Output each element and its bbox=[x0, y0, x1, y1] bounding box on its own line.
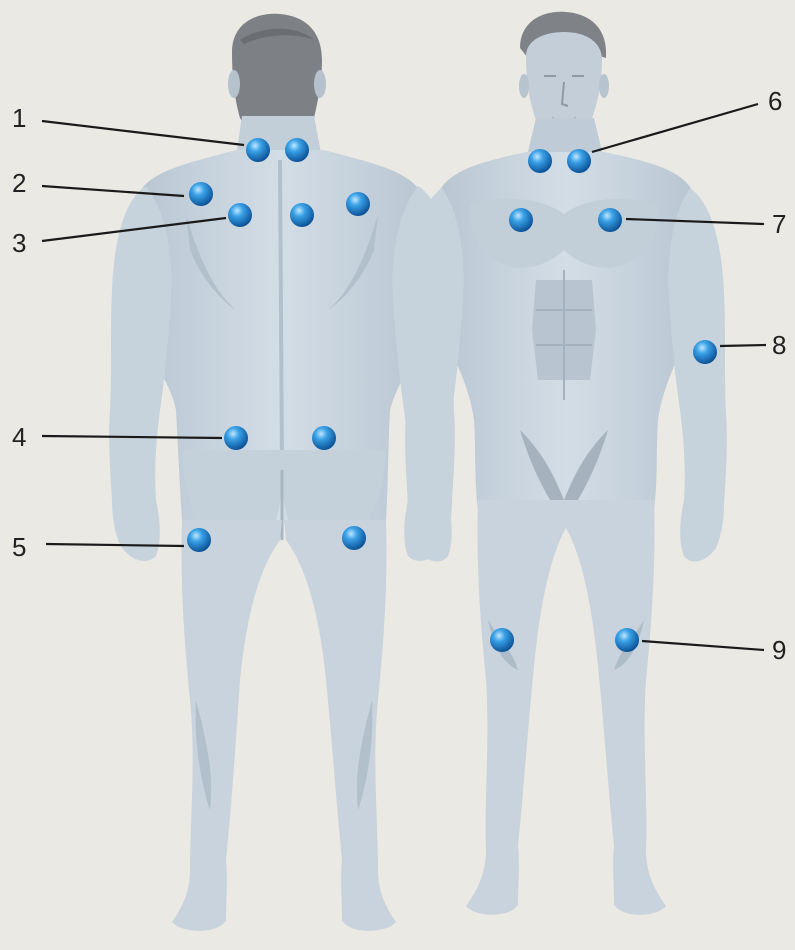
marker-9-left bbox=[490, 628, 514, 652]
marker-6-left bbox=[528, 149, 552, 173]
marker-6-right bbox=[567, 149, 591, 173]
back-spine bbox=[280, 160, 282, 470]
marker-2-right bbox=[346, 192, 370, 216]
callout-label-8: 8 bbox=[772, 330, 786, 360]
marker-3-right bbox=[290, 203, 314, 227]
callout-label-9: 9 bbox=[772, 635, 786, 665]
back-left-ear bbox=[228, 70, 240, 98]
leader-8 bbox=[720, 345, 766, 346]
callout-label-2: 2 bbox=[12, 168, 26, 198]
marker-8 bbox=[693, 340, 717, 364]
front-left-ear bbox=[519, 74, 529, 98]
marker-3-left bbox=[228, 203, 252, 227]
marker-1-right bbox=[285, 138, 309, 162]
marker-7-left bbox=[509, 208, 533, 232]
marker-9-right bbox=[615, 628, 639, 652]
callout-label-3: 3 bbox=[12, 228, 26, 258]
marker-2-left bbox=[189, 182, 213, 206]
marker-5-right bbox=[342, 526, 366, 550]
callout-label-6: 6 bbox=[768, 86, 782, 116]
callout-label-5: 5 bbox=[12, 532, 26, 562]
marker-5-left bbox=[187, 528, 211, 552]
marker-4-right bbox=[312, 426, 336, 450]
front-right-ear bbox=[599, 74, 609, 98]
marker-4-left bbox=[224, 426, 248, 450]
marker-1-left bbox=[246, 138, 270, 162]
back-right-ear bbox=[314, 70, 326, 98]
callout-label-1: 1 bbox=[12, 103, 26, 133]
callout-label-4: 4 bbox=[12, 422, 26, 452]
callout-label-7: 7 bbox=[772, 209, 786, 239]
marker-7-right bbox=[598, 208, 622, 232]
